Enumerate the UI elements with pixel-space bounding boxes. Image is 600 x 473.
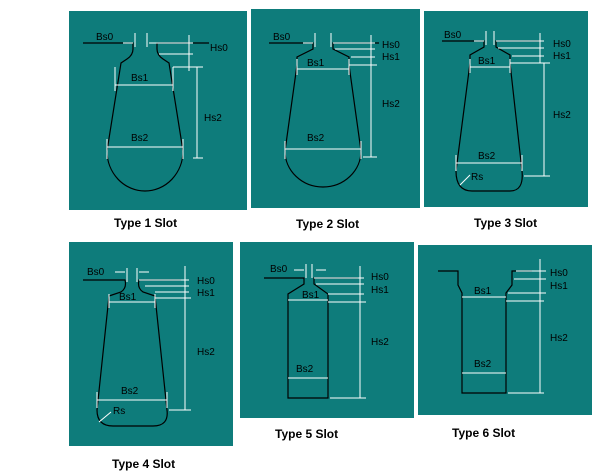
label-bs2: Bs2 bbox=[474, 359, 492, 370]
label-hs0: Hs0 bbox=[550, 268, 568, 279]
slot-panel-type3: Bs0 Hs0 Hs1 Bs1 Hs2 Bs2 Rs bbox=[424, 11, 588, 207]
slot-outline-type6 bbox=[438, 270, 532, 394]
slot-diagram-type5: Bs0 Hs0 Hs1 Bs1 Hs2 Bs2 bbox=[264, 264, 389, 399]
label-hs0: Hs0 bbox=[553, 39, 571, 50]
slot-panel-type1: Bs0 Hs0 Bs1 Hs2 Bs2 bbox=[69, 11, 247, 210]
label-bs2: Bs2 bbox=[296, 364, 314, 375]
slot-outline-type5 bbox=[264, 277, 358, 399]
label-hs1: Hs1 bbox=[553, 51, 571, 62]
label-bs0: Bs0 bbox=[273, 32, 291, 43]
label-bs2: Bs2 bbox=[131, 133, 149, 144]
label-hs2: Hs2 bbox=[553, 110, 571, 121]
label-bs1: Bs1 bbox=[307, 58, 325, 69]
slot-diagram-type1: Bs0 Hs0 Bs1 Hs2 Bs2 bbox=[83, 32, 228, 192]
slot-diagram-type4: Bs0 Hs0 Hs1 Bs1 Hs2 Bs2 Rs bbox=[83, 266, 215, 427]
label-bs1: Bs1 bbox=[302, 290, 320, 301]
label-hs1: Hs1 bbox=[550, 281, 568, 292]
label-hs0: Hs0 bbox=[210, 43, 228, 54]
label-hs1: Hs1 bbox=[371, 285, 389, 296]
slot-outline-type3 bbox=[442, 40, 540, 192]
slot-outline-type4 bbox=[83, 279, 181, 427]
caption-type1: Type 1 Slot bbox=[114, 216, 178, 230]
slot-diagram-type2: Bs0 Hs0 Hs1 Bs1 Hs2 Bs2 bbox=[269, 32, 400, 188]
label-bs2: Bs2 bbox=[478, 151, 496, 162]
slot-outline-type1 bbox=[83, 42, 209, 192]
label-rs: Rs bbox=[471, 172, 483, 183]
caption-type2: Type 2 Slot bbox=[296, 217, 360, 231]
slot-panel-type2: Bs0 Hs0 Hs1 Bs1 Hs2 Bs2 bbox=[251, 9, 420, 208]
label-hs0: Hs0 bbox=[371, 272, 389, 283]
label-bs0: Bs0 bbox=[270, 264, 288, 275]
caption-type3: Type 3 Slot bbox=[474, 216, 538, 230]
label-hs1: Hs1 bbox=[197, 288, 215, 299]
caption-type5: Type 5 Slot bbox=[275, 427, 339, 441]
label-hs2: Hs2 bbox=[197, 347, 215, 358]
caption-type4: Type 4 Slot bbox=[112, 457, 176, 471]
label-hs0: Hs0 bbox=[382, 40, 400, 51]
label-rs: Rs bbox=[113, 406, 125, 417]
label-hs2: Hs2 bbox=[382, 99, 400, 110]
label-bs1: Bs1 bbox=[131, 73, 149, 84]
label-bs0: Bs0 bbox=[444, 30, 462, 41]
label-hs2: Hs2 bbox=[204, 113, 222, 124]
label-bs2: Bs2 bbox=[307, 133, 325, 144]
label-hs1: Hs1 bbox=[382, 52, 400, 63]
label-bs1: Bs1 bbox=[119, 292, 137, 303]
label-bs2: Bs2 bbox=[121, 386, 139, 397]
label-hs2: Hs2 bbox=[550, 333, 568, 344]
slot-diagram-type3: Bs0 Hs0 Hs1 Bs1 Hs2 Bs2 Rs bbox=[442, 30, 571, 192]
label-hs0: Hs0 bbox=[197, 276, 215, 287]
slot-panel-type4: Bs0 Hs0 Hs1 Bs1 Hs2 Bs2 Rs bbox=[69, 242, 233, 446]
slot-diagram-type6: Hs0 Hs1 Bs1 Hs2 Bs2 bbox=[438, 259, 568, 394]
caption-type6: Type 6 Slot bbox=[452, 426, 516, 440]
label-bs1: Bs1 bbox=[474, 286, 492, 297]
label-bs0: Bs0 bbox=[96, 32, 114, 43]
slot-panel-type5: Bs0 Hs0 Hs1 Bs1 Hs2 Bs2 bbox=[240, 242, 414, 418]
label-hs2: Hs2 bbox=[371, 337, 389, 348]
slot-panel-type6: Hs0 Hs1 Bs1 Hs2 Bs2 bbox=[418, 245, 592, 415]
label-bs0: Bs0 bbox=[87, 267, 105, 278]
label-bs1: Bs1 bbox=[478, 56, 496, 67]
